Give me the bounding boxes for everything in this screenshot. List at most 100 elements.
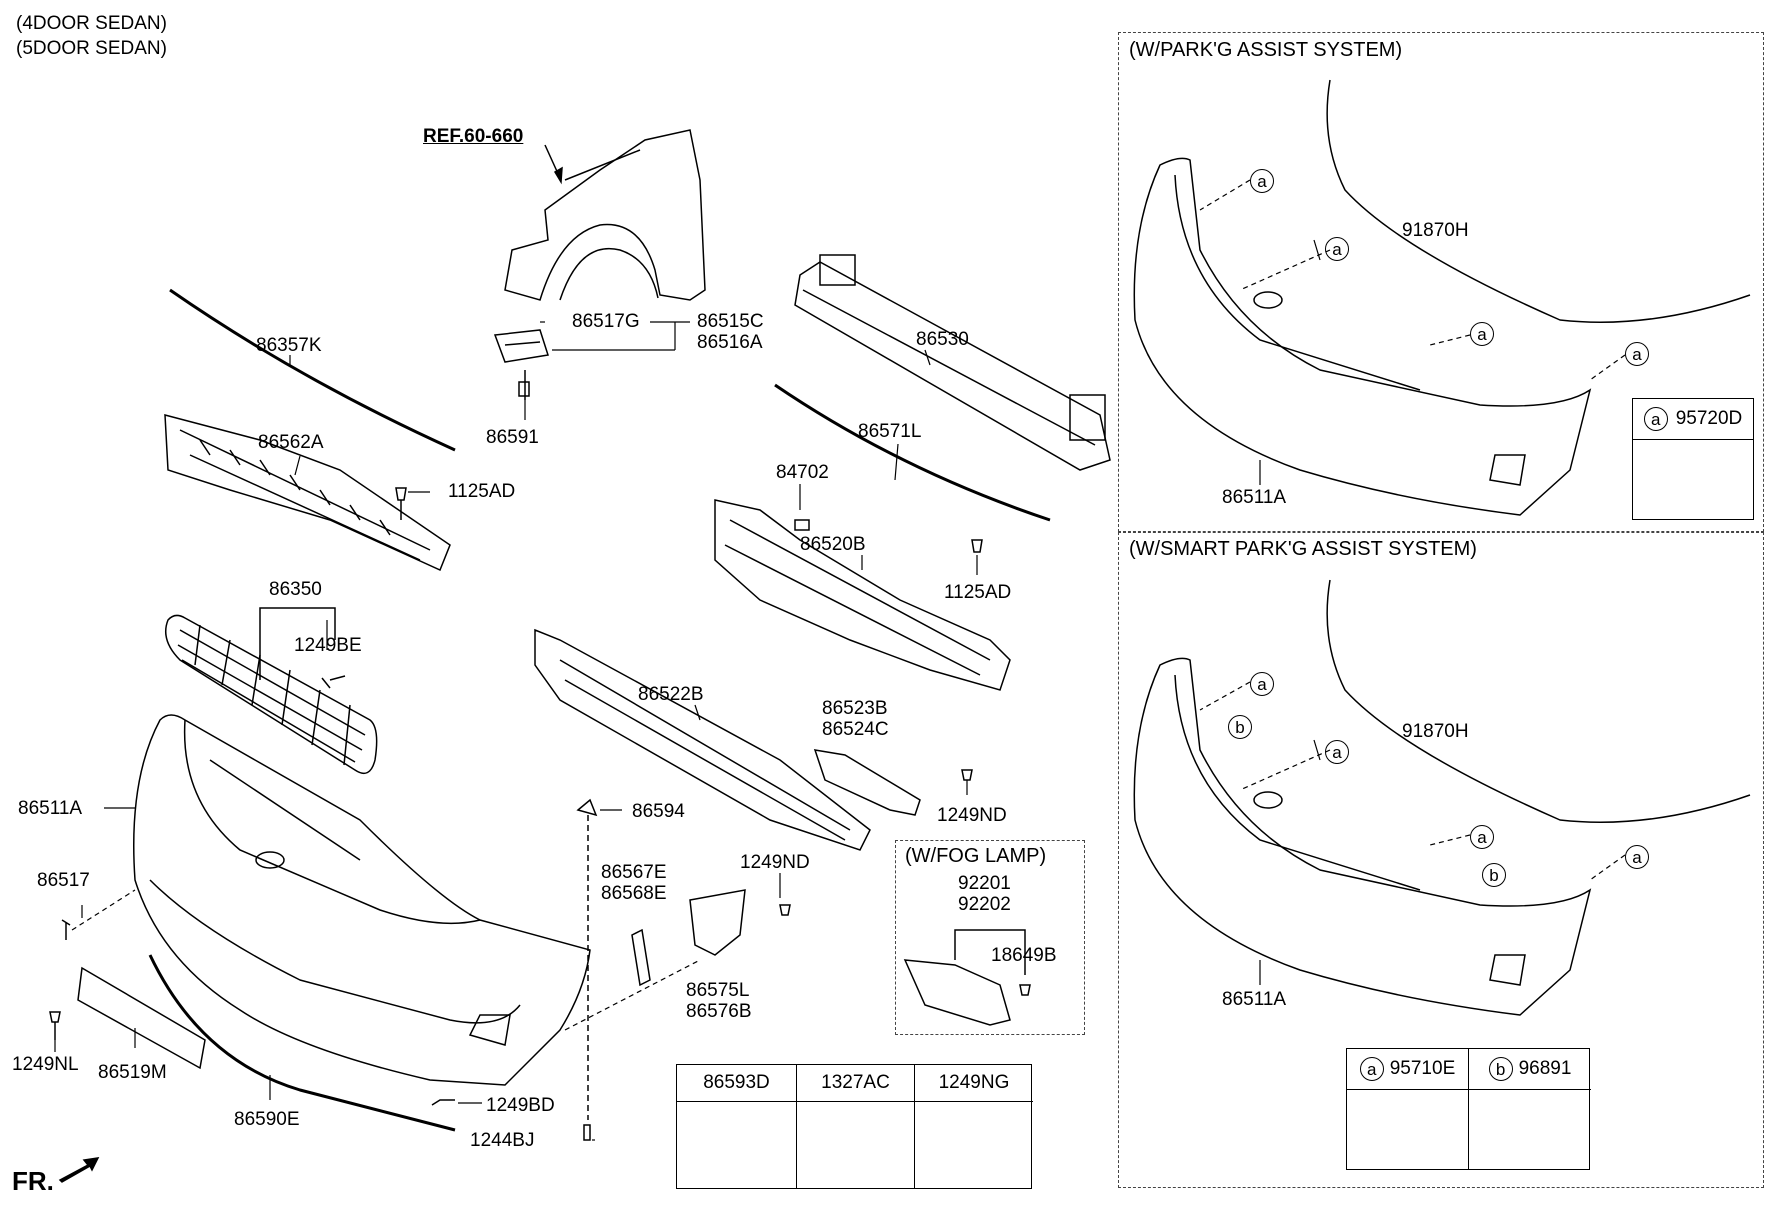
legend-symbol-a: a [1643, 407, 1668, 431]
smart-park-title: (W/SMART PARK'G ASSIST SYSTEM) [1129, 538, 1477, 560]
smart-park-bumper-label[interactable]: 86511A [1222, 989, 1287, 1010]
callout-1249NL[interactable]: 1249NL [12, 1054, 79, 1075]
front-marker: FR. [12, 1166, 54, 1196]
clip-86594 [576, 798, 598, 817]
callout-1249ND-mid[interactable]: 1249ND [740, 852, 810, 873]
grille-86350 [165, 614, 378, 775]
legend-part-95720D[interactable]: 95720D [1675, 408, 1743, 429]
callout-86517G[interactable]: 86517G [572, 311, 640, 332]
legend-part-96891[interactable]: 96891 [1518, 1058, 1572, 1079]
front-arrow [58, 1157, 100, 1183]
fender-drawing [504, 129, 706, 301]
dashed-leaders [71, 179, 1626, 1031]
lower-grille-86522B [534, 628, 871, 851]
legend-part-95710E[interactable]: 95710E [1389, 1058, 1456, 1079]
callout-86520B[interactable]: 86520B [800, 534, 866, 555]
marker-a-2: a [1325, 237, 1349, 261]
callout-18649B[interactable]: 18649B [991, 945, 1057, 966]
ref-label[interactable]: REF.60-660 [423, 126, 524, 147]
bolt-18649B [1019, 984, 1031, 996]
marker-b-1: b [1228, 715, 1252, 739]
smart-park-legend: a 95710E b 96891 [1346, 1048, 1591, 1170]
callout-86591[interactable]: 86591 [486, 427, 539, 448]
park-assist-panel [1118, 32, 1764, 532]
bar-86571L [774, 383, 1051, 522]
header-line-1: (4DOOR SEDAN) [16, 13, 167, 34]
cover-86575L [689, 889, 746, 956]
smart-park-harness-label[interactable]: 91870H [1402, 721, 1469, 742]
bolt-1249ND-mid [779, 904, 791, 916]
callout-86516A[interactable]: 86516A [697, 332, 763, 353]
callout-1125AD-top[interactable]: 1125AD [448, 481, 516, 502]
bolt-1249BE [321, 675, 346, 689]
table-header-1249NG[interactable]: 1249NG [915, 1065, 1033, 1102]
callout-86519M[interactable]: 86519M [98, 1062, 167, 1083]
callout-86515C[interactable]: 86515C [697, 311, 764, 332]
fastener-table: 86593D 1327AC 1249NG [676, 1064, 1033, 1189]
marker-b-2: b [1482, 863, 1506, 887]
callout-86524C[interactable]: 86524C [822, 719, 889, 740]
fog-lamp-panel [895, 840, 1085, 1035]
callout-86576B[interactable]: 86576B [686, 1001, 752, 1022]
callout-86562A[interactable]: 86562A [258, 432, 324, 453]
pin-86517 [61, 919, 71, 940]
fog-lamp-92201 [903, 959, 1011, 1026]
park-assist-legend: a 95720D [1632, 398, 1754, 520]
moulding-86590E [148, 954, 456, 1132]
callout-86350[interactable]: 86350 [269, 579, 322, 600]
beam-86530 [794, 254, 1111, 471]
bolt-1125AD [395, 487, 407, 520]
callout-1249BE[interactable]: 1249BE [294, 635, 362, 656]
legend-symbol-a-smart: a [1359, 1057, 1384, 1081]
callout-86530[interactable]: 86530 [916, 329, 969, 350]
smart-park-bumper [1133, 579, 1751, 1016]
callout-86567E[interactable]: 86567E [601, 862, 667, 883]
table-header-1327AC[interactable]: 1327AC [797, 1065, 914, 1102]
park-assist-title: (W/PARK'G ASSIST SYSTEM) [1129, 39, 1403, 61]
callout-92202[interactable]: 92202 [958, 894, 1011, 915]
fog-box-title: (W/FOG LAMP) [905, 845, 1047, 867]
marker-a-7: a [1470, 825, 1494, 849]
marker-a-4: a [1625, 342, 1649, 366]
bolt-1249NL [49, 1011, 61, 1040]
legend-cell-a: a 95710E [1347, 1049, 1469, 1169]
callout-86357K[interactable]: 86357K [256, 335, 322, 356]
park-assist-bumper [1133, 79, 1751, 516]
callout-86568E[interactable]: 86568E [601, 883, 667, 904]
leader-lines [54, 239, 1321, 1141]
callout-1249BD[interactable]: 1249BD [486, 1095, 555, 1116]
marker-a-6: a [1325, 740, 1349, 764]
callout-1244BJ[interactable]: 1244BJ [470, 1130, 535, 1151]
marker-a-3: a [1470, 322, 1494, 346]
callout-84702[interactable]: 84702 [776, 462, 829, 483]
callout-86575L[interactable]: 86575L [686, 980, 750, 1001]
callout-86517[interactable]: 86517 [37, 870, 90, 891]
callout-1249ND-right[interactable]: 1249ND [937, 805, 1007, 826]
grille-bracket-86562A [164, 414, 451, 572]
callout-1125AD-bottom[interactable]: 1125AD [944, 582, 1012, 603]
callout-86594[interactable]: 86594 [632, 801, 685, 822]
callout-86571L[interactable]: 86571L [858, 421, 922, 442]
callout-92201[interactable]: 92201 [958, 873, 1011, 894]
bumper-86511A [133, 714, 591, 1086]
smart-park-panel [1118, 532, 1764, 1188]
header-line-2: (5DOOR SEDAN) [16, 38, 167, 59]
legend-symbol-b: b [1488, 1057, 1513, 1081]
callout-86523B[interactable]: 86523B [822, 698, 888, 719]
callout-86511A[interactable]: 86511A [18, 798, 83, 819]
table-header-86593D[interactable]: 86593D [677, 1065, 796, 1102]
moulding-86357K [169, 288, 456, 452]
marker-a-1: a [1250, 169, 1274, 193]
park-assist-bumper-label[interactable]: 86511A [1222, 487, 1287, 508]
bolt-1125AD-bottom [971, 539, 983, 553]
callout-86522B[interactable]: 86522B [638, 684, 704, 705]
bolt-1249BD [431, 1099, 455, 1106]
absorber-86520B [714, 499, 1011, 691]
legend-cell-b: b 96891 [1469, 1049, 1591, 1169]
bolt-1244BJ [583, 1124, 591, 1141]
callout-86590E[interactable]: 86590E [234, 1109, 300, 1130]
park-assist-harness-label[interactable]: 91870H [1402, 220, 1469, 241]
plate-bracket-86519M [77, 966, 206, 1070]
leader-86350 [259, 607, 336, 680]
